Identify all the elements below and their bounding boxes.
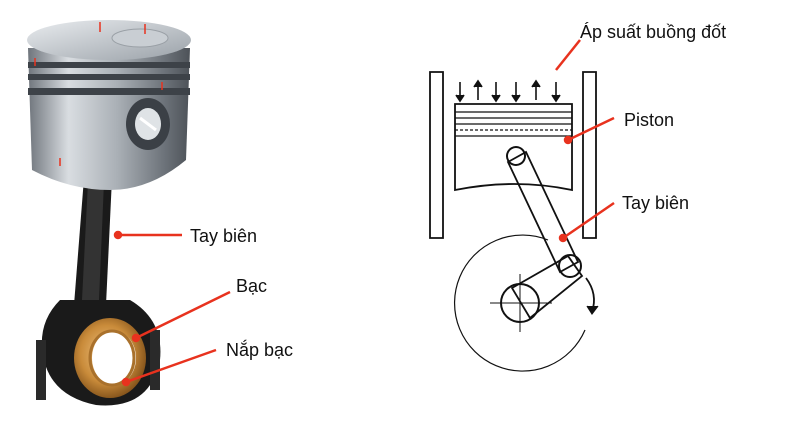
piston-sketch-rings	[455, 111, 572, 137]
leader-nap-bac	[125, 348, 217, 384]
leader-piston	[567, 116, 615, 142]
bearing-inner-shade	[88, 329, 136, 387]
wrist-pin-sketch	[506, 146, 526, 166]
piston-marker-ticks	[34, 22, 163, 166]
rotation-arrow-head	[586, 305, 599, 316]
cylinder-wall-right	[582, 71, 597, 239]
connecting-rod-web	[82, 182, 104, 300]
piston-skirt	[28, 48, 190, 190]
leader-dot-nap-bac	[121, 377, 131, 387]
bearing-bore	[92, 331, 136, 385]
crank-web-sketch	[510, 254, 584, 320]
leader-dot-tay-bien-left	[113, 230, 123, 240]
leader-dot-piston	[563, 135, 573, 145]
leader-bac	[135, 290, 231, 340]
crank-pin-sketch	[558, 254, 582, 278]
left-leader-lines	[113, 230, 231, 387]
piston-ring-groove-1	[28, 62, 190, 68]
leader-tay-bien-right	[562, 201, 615, 240]
crank-circle-sketch	[454, 234, 586, 372]
label-nap-bac: Nắp bạc	[226, 340, 294, 360]
bearing-cap-bolt-right	[150, 330, 160, 390]
connecting-rod-sketch	[506, 150, 580, 274]
piston-ring-groove-2	[28, 74, 190, 80]
cylinder-wall-left	[429, 71, 444, 239]
piston-rod-assembly	[27, 20, 191, 406]
leader-dot-tay-bien-right	[558, 233, 568, 243]
leader-dot-bac	[131, 333, 141, 343]
label-combustion-pressure: Áp suất buồng đốt	[580, 22, 727, 42]
piston-crown-recess	[111, 28, 169, 48]
piston-ring-groove-3	[28, 88, 190, 95]
piston-sketch	[454, 103, 573, 192]
label-tay-bien-right: Tay biên	[622, 193, 690, 213]
bearing-cap-bolt-left	[36, 340, 46, 400]
label-tay-bien-left: Tay biên	[190, 226, 258, 246]
leader-combustion-pressure	[555, 39, 581, 71]
label-bac: Bạc	[236, 276, 268, 296]
piston-pin-shine	[139, 116, 157, 132]
right-leader-lines	[555, 39, 615, 243]
engine-sketch	[429, 71, 599, 372]
label-piston: Piston	[624, 110, 675, 130]
pressure-arrows	[455, 79, 561, 103]
